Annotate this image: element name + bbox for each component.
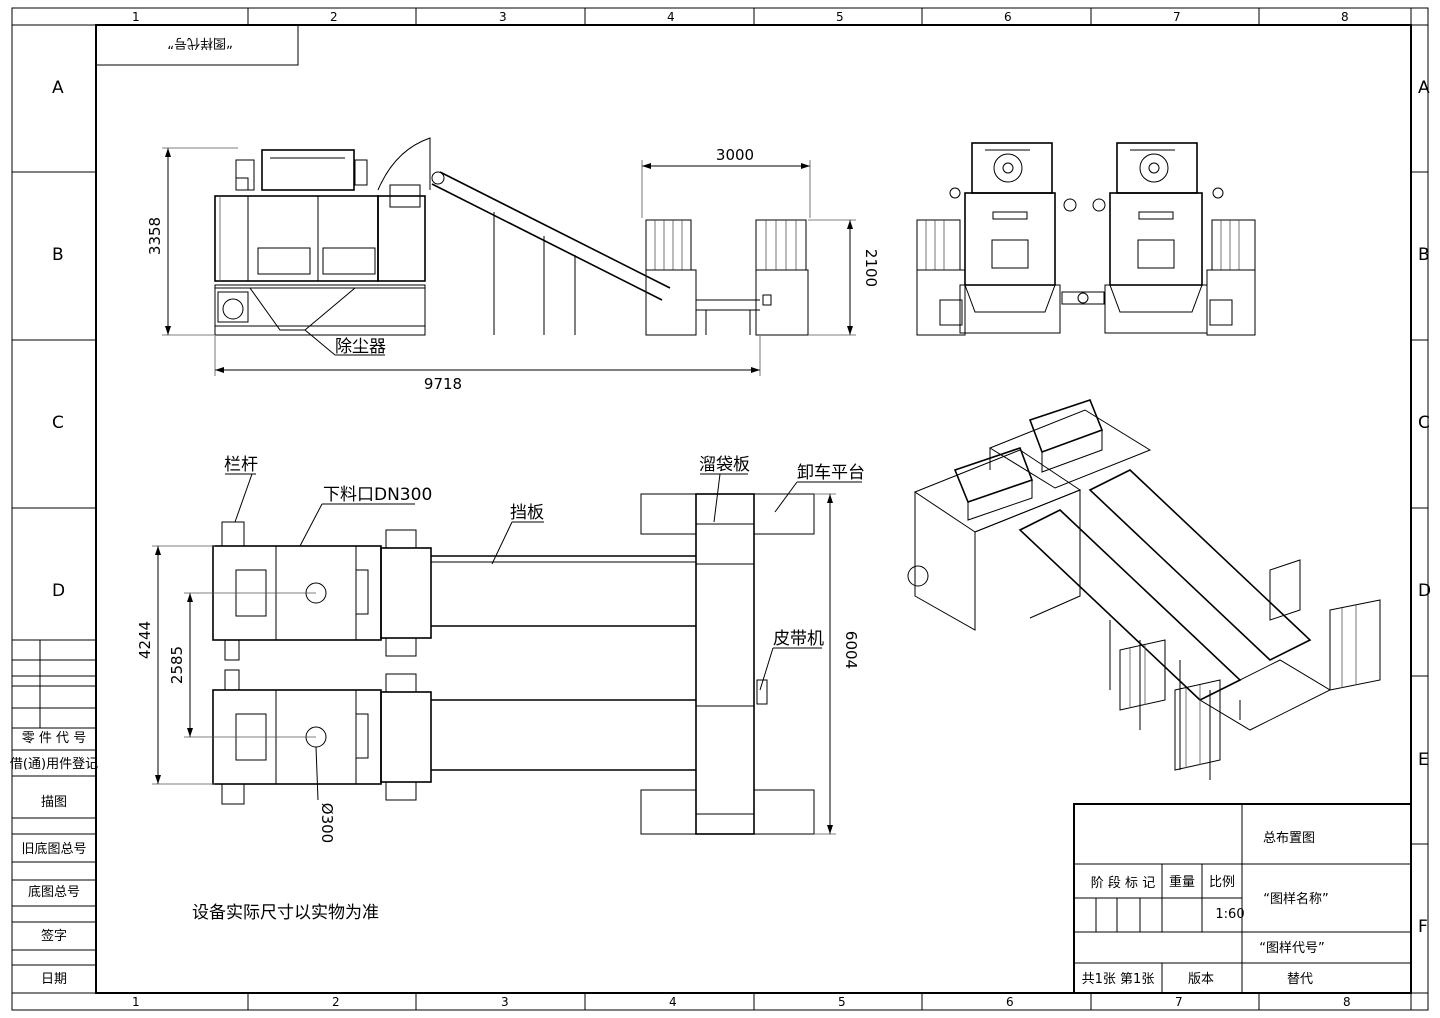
row-label-c-right: C <box>1418 413 1430 433</box>
row-label-f-right: F <box>1418 917 1428 937</box>
row-label-b-right: B <box>1418 245 1430 265</box>
row-label-d-right: D <box>1418 581 1431 601</box>
dim-plan-length: 6004 <box>842 631 860 669</box>
title-scale-value: 1:60 <box>1215 907 1244 922</box>
col-label-8-bottom: 8 <box>1343 995 1351 1009</box>
row-label-a-right: A <box>1418 78 1430 98</box>
dim-outlet-diameter: Ø300 <box>318 803 336 843</box>
title-drawing-title: 总布置图 <box>1263 831 1315 846</box>
left-table-date: 日期 <box>41 972 67 987</box>
callout-dust-collector: 除尘器 <box>335 337 386 357</box>
title-scale-label: 比例 <box>1209 875 1235 890</box>
col-label-6-bottom: 6 <box>1006 995 1014 1009</box>
title-weight: 重量 <box>1169 874 1195 890</box>
left-table-trace: 描图 <box>41 795 67 810</box>
left-record-table <box>12 639 96 966</box>
col-label-1: 1 <box>132 10 140 24</box>
left-table-sign: 签字 <box>41 928 67 944</box>
col-label-5-bottom: 5 <box>838 995 846 1009</box>
callout-slide-plate: 溜袋板 <box>699 455 750 475</box>
col-label-4: 4 <box>667 10 675 24</box>
col-label-7: 7 <box>1173 10 1181 24</box>
plan-view <box>212 493 815 835</box>
dim-plan-spacing: 2585 <box>168 646 186 684</box>
dim-platform-width: 3000 <box>716 146 754 164</box>
col-label-2: 2 <box>330 10 338 24</box>
callout-baffle: 挡板 <box>510 503 544 523</box>
grid-rows <box>11 25 1428 993</box>
col-label-1-bottom: 1 <box>132 995 140 1009</box>
callout-outlet: 下料口DN300 <box>323 485 432 505</box>
title-version: 版本 <box>1188 972 1214 987</box>
row-label-d: D <box>52 581 65 601</box>
row-label-b: B <box>52 245 64 265</box>
isometric-view <box>907 399 1381 780</box>
title-replace: 替代 <box>1287 972 1313 987</box>
col-label-7-bottom: 7 <box>1175 995 1183 1009</box>
col-label-6: 6 <box>1004 10 1012 24</box>
row-label-c: C <box>52 413 64 433</box>
col-label-2-bottom: 2 <box>332 995 340 1009</box>
callout-unloading-platform: 卸车平台 <box>797 463 865 483</box>
col-label-5: 5 <box>836 10 844 24</box>
elevation-view <box>214 137 809 336</box>
col-label-8: 8 <box>1341 10 1349 24</box>
col-label-3: 3 <box>499 10 507 24</box>
row-label-a: A <box>52 78 64 98</box>
elevation-dimensions <box>162 147 856 376</box>
title-drawing-code: “图样代号” <box>1259 941 1324 956</box>
grid-columns <box>247 8 1260 1010</box>
left-table-base: 底图总号 <box>28 884 80 900</box>
callout-railing: 栏杆 <box>224 455 258 475</box>
col-label-3-bottom: 3 <box>501 995 509 1009</box>
dim-platform-height: 2100 <box>862 249 880 287</box>
corner-code-label: “图样代号” <box>167 35 232 50</box>
title-drawing-name: “图样名称” <box>1263 891 1328 907</box>
row-label-e-right: E <box>1418 750 1429 770</box>
col-label-4-bottom: 4 <box>669 995 677 1009</box>
title-block <box>1073 803 1412 994</box>
dim-length-total: 9718 <box>424 375 462 393</box>
left-table-part-code: 零 件 代 号 <box>22 731 86 746</box>
side-view <box>916 142 1256 336</box>
left-table-old-base: 旧底图总号 <box>21 841 86 857</box>
left-table-borrow: 借(通)用件登记 <box>10 757 98 772</box>
title-stage-mark: 阶 段 标 记 <box>1091 876 1155 891</box>
equipment-note: 设备实际尺寸以实物为准 <box>192 903 379 923</box>
dim-plan-width: 4244 <box>136 621 154 659</box>
dim-height-total: 3358 <box>146 217 164 255</box>
title-sheets: 共1张 第1张 <box>1082 972 1155 987</box>
callout-belt-conveyor: 皮带机 <box>773 629 824 649</box>
corner-code-box <box>95 24 299 66</box>
plan-dimensions <box>152 473 862 835</box>
